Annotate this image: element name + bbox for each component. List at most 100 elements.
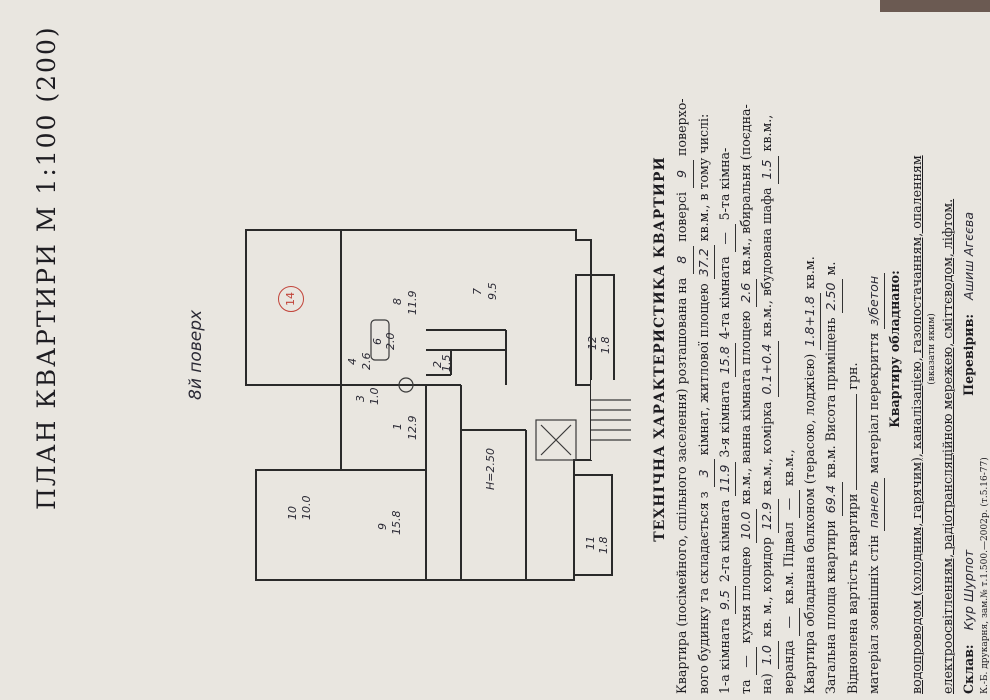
text: Квартира обладнана балконом (терасою, ло… xyxy=(802,353,818,694)
storage-area: 0.1+0.4 xyxy=(756,340,779,398)
text: кв.м., xyxy=(759,114,775,152)
text: кімнат, житлової площею xyxy=(695,283,711,456)
text: кв.м., комірка xyxy=(759,401,775,495)
technical-characteristics: ТЕХНІЧНА ХАРАКТЕРИСТИКА КВАРТИРИ Квартир… xyxy=(650,4,990,694)
living-area: 37.2 xyxy=(692,245,715,280)
room-9-label: 9 xyxy=(376,523,389,530)
room-2-area: 1.5 xyxy=(440,355,453,373)
text: 1-а кімната xyxy=(716,618,732,694)
composed-label: Склав: xyxy=(961,644,977,694)
text: Відновлена вартість квартири xyxy=(844,493,860,694)
text: кв.м., ванна кімната площею xyxy=(738,310,754,505)
background-edge xyxy=(880,0,990,12)
bath-area: 2.6 xyxy=(735,278,758,307)
ceiling-height: 2.50 xyxy=(820,279,843,314)
veranda-area: — xyxy=(777,608,801,637)
room-3-label: 3 xyxy=(354,395,367,402)
text: К.-Б. друкарня, зам.№ xyxy=(980,589,990,694)
rooms-count: 3 xyxy=(692,459,715,488)
floor-value: 8 xyxy=(671,245,694,274)
tech-line-1: Квартира (посімейного, спільного заселен… xyxy=(671,4,694,694)
floor-note: 8й поверх xyxy=(186,309,206,400)
page-title: ПЛАН КВАРТИРИ М 1:100 (200) xyxy=(32,25,61,510)
tech-line-10: матеріал зовнішніх стін панель матеріал … xyxy=(862,4,886,694)
floor-plan: 10 10.0 9 15.8 1 12.9 8 11.9 7 9.5 4 2.6… xyxy=(245,229,636,581)
checked-signature: Ашиш Агєєва xyxy=(961,211,977,300)
text: матеріал перекриття xyxy=(865,332,881,474)
room-10-area: 10.0 xyxy=(300,496,313,521)
balcony-area: 1.8+1.8 xyxy=(799,293,822,350)
tech-line-7: Квартира обладнана балконом (терасою, ло… xyxy=(799,4,822,694)
toilet xyxy=(398,377,414,393)
room-7-area: 9.5 xyxy=(486,283,499,301)
balcony-11 xyxy=(573,474,613,576)
text: на) xyxy=(759,673,775,694)
wardrobe-area: 1.5 xyxy=(756,155,779,184)
room-8-label: 8 xyxy=(391,298,404,305)
text: Загальна площа квартири xyxy=(823,520,839,694)
wc-area: 1.0 xyxy=(756,641,779,670)
room-12-area: 1.8 xyxy=(599,337,612,355)
tech-line-3: 1-а кімната 9.5 2-га кімната 11.9 3-я кі… xyxy=(713,4,737,694)
text: кв.м. xyxy=(802,256,818,290)
room3-area: 15.8 xyxy=(713,343,737,378)
room-11-area: 1.8 xyxy=(597,537,610,555)
tech-heading: ТЕХНІЧНА ХАРАКТЕРИСТИКА КВАРТИРИ xyxy=(652,156,668,542)
text: грн. xyxy=(844,362,860,390)
basement-area: — xyxy=(777,490,801,519)
balcony-12 xyxy=(575,274,615,386)
room-1-label: 1 xyxy=(391,423,404,430)
room2-area: 11.9 xyxy=(713,461,737,496)
text: кухня площею xyxy=(738,546,754,644)
room5-area: — xyxy=(735,647,758,676)
text: кв.м. Висота приміщень xyxy=(823,317,839,479)
room1-area: 9.5 xyxy=(713,586,737,615)
elevator-shaft xyxy=(535,419,577,461)
kitchen-area: 10.0 xyxy=(735,508,758,543)
tech-line-8: Загальна площа квартири 69.4 кв.м. Висот… xyxy=(820,4,843,694)
room4-area: — xyxy=(713,224,737,253)
room-12-label: 12 xyxy=(586,336,599,350)
text: вого будинку та складається з xyxy=(695,491,711,694)
corridor-area: 12.9 xyxy=(756,498,779,534)
wall-material: панель xyxy=(862,477,886,532)
room-11-label: 11 xyxy=(584,536,597,550)
text: кв.м., xyxy=(780,449,796,487)
text: кв.м., в тому числі: xyxy=(695,113,711,242)
room-4-area: 2.6 xyxy=(360,353,373,371)
room-1-area: 12.9 xyxy=(406,416,419,441)
bathtub xyxy=(370,319,390,361)
text: 5-та кімна- xyxy=(716,147,732,221)
tech-line-5: на) 1.0 кв. м., коридор 12.9 кв.м., комі… xyxy=(756,4,779,694)
text: 2-га кімната xyxy=(716,499,732,583)
restored-cost xyxy=(855,393,857,490)
room-6-label: 6 xyxy=(371,338,384,345)
equipment-line-1: водопроводом (холодним, гарячим), каналі… xyxy=(908,155,924,694)
room-6-area: 2.0 xyxy=(384,333,397,351)
height-mark: H=2.50 xyxy=(484,448,497,490)
printer-imprint: К.-Б. друкарня, зам.№ т.1.500.—2002р. (т… xyxy=(979,4,990,694)
equipment-line-2: електроосвітленням, радіотрансляційною м… xyxy=(939,198,955,694)
text: кв.м., вбиральня (поєдна- xyxy=(738,104,754,275)
tech-line-4: та — кухня площею 10.0 кв.м., ванна кімн… xyxy=(735,4,758,694)
text: матеріал зовнішніх стін xyxy=(865,535,881,694)
tech-line-2: вого будинку та складається з 3 кімнат, … xyxy=(692,4,715,694)
checked-label: Перевірив: xyxy=(961,314,977,396)
room-4-label: 4 xyxy=(346,358,359,365)
text: кв.м., вбудована шафа xyxy=(759,187,775,337)
tech-line-9: Відновлена вартість квартири грн. xyxy=(842,4,863,694)
equipment-heading: Квартиру обладнано: xyxy=(887,270,903,428)
text: поверсі xyxy=(674,192,690,242)
text: поверхо- xyxy=(674,98,690,156)
room-3-area: 1.0 xyxy=(368,388,381,406)
text: веранда xyxy=(780,640,796,694)
text: 4-та кімната xyxy=(716,256,732,340)
tech-line-6: веранда — кв.м. Підвал — кв.м., xyxy=(777,4,801,694)
room-2-label: 2 xyxy=(431,361,444,368)
text: кв. м., коридор xyxy=(759,537,775,638)
room-9-area: 15.8 xyxy=(390,511,403,536)
composed-signature: Кур Шурпот xyxy=(961,549,977,631)
room-8-area: 11.9 xyxy=(406,291,419,316)
total-area: 69.4 xyxy=(820,482,843,517)
